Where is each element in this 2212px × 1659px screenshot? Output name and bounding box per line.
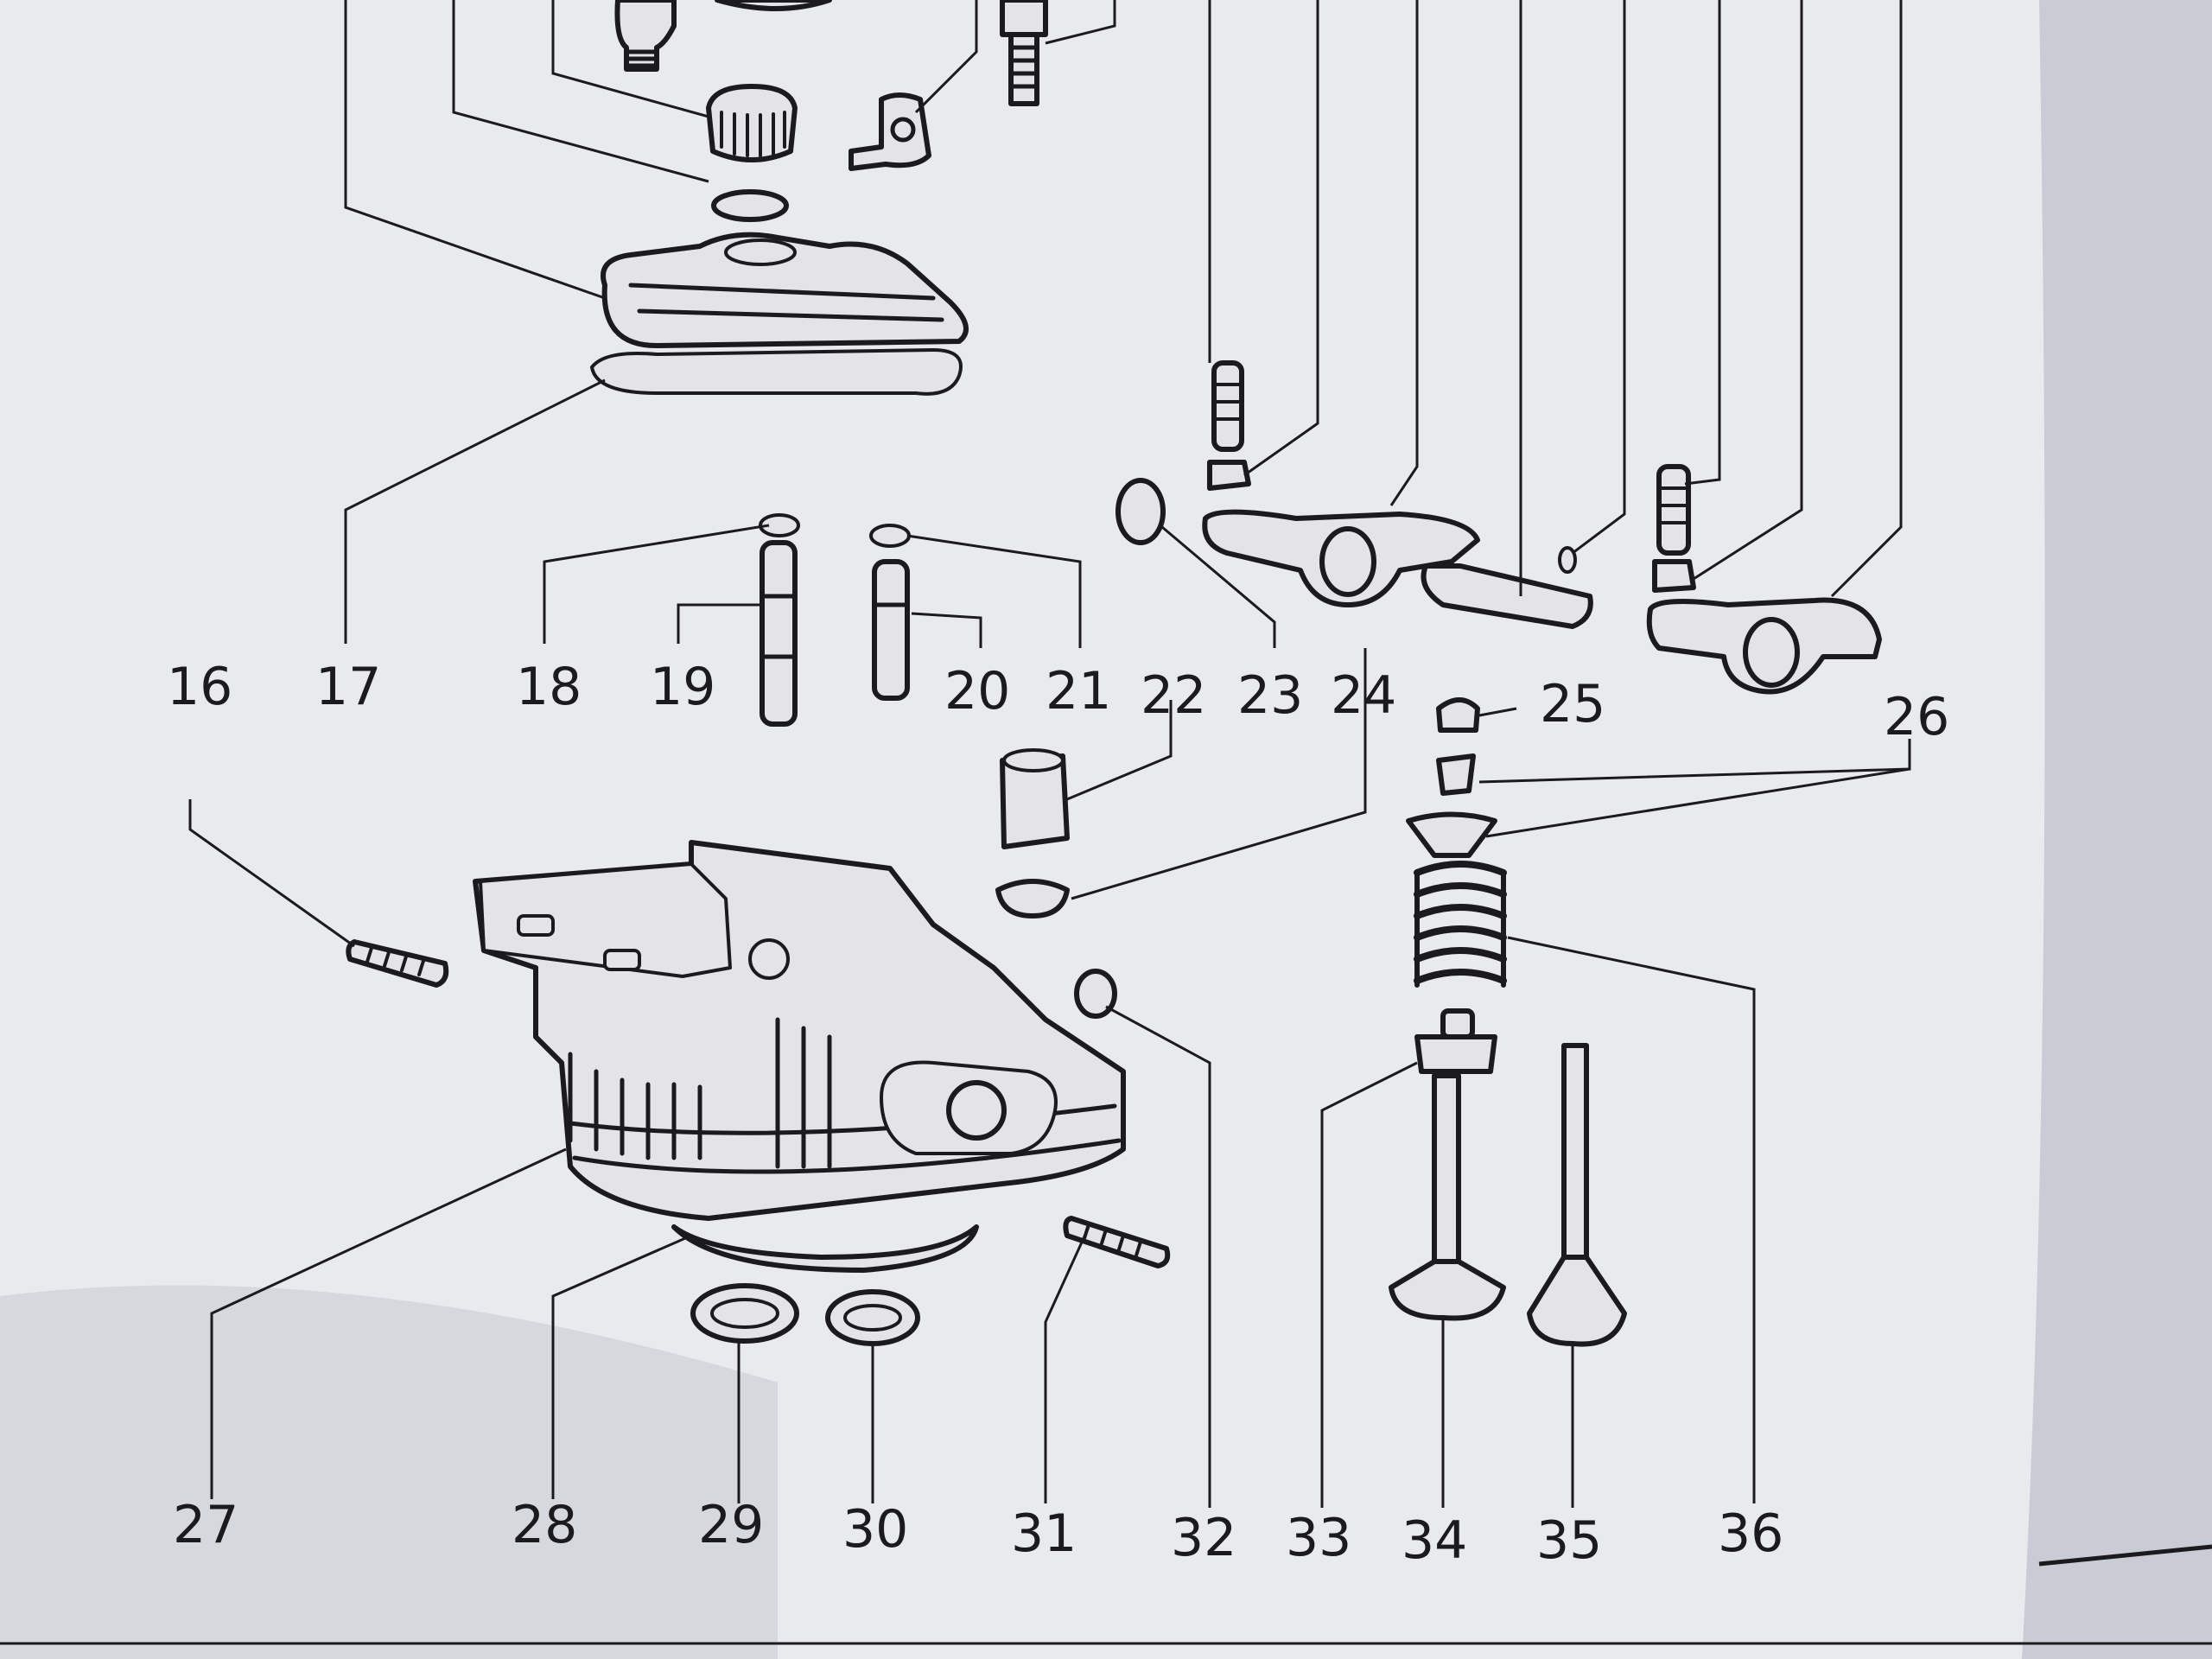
valve-spring [1414, 861, 1507, 988]
seat-ring-29-inner [710, 1298, 779, 1329]
part-number-21: 21 [1046, 661, 1111, 721]
adjusting-screw-right [1656, 464, 1691, 556]
lifting-bracket [849, 92, 931, 171]
valve-collets [1436, 753, 1476, 796]
part-number-33: 33 [1286, 1508, 1351, 1568]
page-edge-line [2038, 1544, 2212, 1567]
part-number-26: 26 [1884, 687, 1949, 747]
part-number-25: 25 [1540, 674, 1605, 734]
part-number-22: 22 [1141, 665, 1206, 726]
rocker-shaft [1421, 563, 1593, 629]
pushrod-tube-20 [872, 559, 910, 701]
locknut-right [1652, 559, 1696, 593]
part-number-24: 24 [1331, 665, 1396, 726]
part-number-labels: 16 17 18 19 20 21 22 23 24 25 26 27 28 2… [167, 657, 1949, 1571]
stud-16-threads [365, 946, 425, 976]
nut-22 [1000, 748, 1070, 849]
part-number-16: 16 [167, 657, 232, 717]
cover-fastener-stack [614, 0, 1048, 106]
shaft-plug [1558, 546, 1577, 574]
seat-ring-30-inner [843, 1304, 902, 1332]
part-number-17: 17 [315, 657, 381, 717]
part-number-29: 29 [698, 1495, 764, 1555]
stud-31 [1063, 1216, 1171, 1268]
part-number-27: 27 [173, 1495, 238, 1555]
cap-washer [711, 189, 789, 222]
head-gasket-28 [671, 1224, 979, 1273]
bottom-left-shadow [0, 1285, 778, 1659]
pushrod-seal-18 [759, 513, 800, 537]
stud-16 [346, 939, 449, 988]
adjusting-screw-left [1211, 360, 1244, 452]
plug-32 [1074, 969, 1117, 1019]
part-number-30: 30 [842, 1499, 908, 1560]
part-number-32: 32 [1171, 1508, 1236, 1568]
part-number-19: 19 [650, 657, 715, 717]
exhaust-valve-35 [1527, 1043, 1627, 1347]
rocker-washer-23 [1116, 478, 1166, 545]
rocker-arm-left [1202, 509, 1480, 607]
part-number-35: 35 [1536, 1510, 1602, 1571]
part-number-20: 20 [944, 661, 1010, 721]
spring-retainer [1406, 811, 1497, 858]
locknut-left [1207, 460, 1251, 491]
pushrod-seal-21 [869, 524, 911, 548]
leader-lines [188, 0, 1911, 1508]
valve-cap-25 [1436, 697, 1480, 733]
rocker-cover [601, 232, 969, 348]
cylinder-head [473, 840, 1126, 1221]
part-number-36: 36 [1718, 1503, 1783, 1564]
valve-guide-seat [1414, 1008, 1497, 1074]
part-number-31: 31 [1011, 1503, 1077, 1564]
inlet-valve-34 [1389, 1073, 1506, 1321]
rocker-cover-gasket [590, 348, 963, 396]
part-number-28: 28 [512, 1495, 577, 1555]
rocker-arm-right [1646, 597, 1882, 695]
washer-24 [995, 879, 1070, 918]
part-number-34: 34 [1402, 1510, 1467, 1571]
oil-filler-cap [706, 84, 798, 162]
page-curl-shadow [2022, 0, 2212, 1659]
part-number-18: 18 [516, 657, 582, 717]
part-number-23: 23 [1237, 665, 1303, 726]
pushrod-tube-19 [760, 540, 798, 727]
